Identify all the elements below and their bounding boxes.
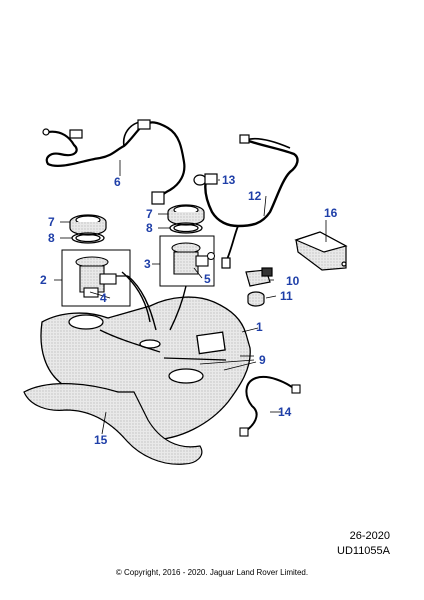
wiring-harness xyxy=(42,119,186,205)
callout-9: 9 xyxy=(259,353,266,367)
callout-2: 2 xyxy=(40,273,47,287)
callout-8-left: 8 xyxy=(48,231,55,245)
callout-12: 12 xyxy=(248,189,262,203)
callout-16: 16 xyxy=(324,206,338,220)
page-reference: 26-2020 xyxy=(349,530,390,542)
fuel-line-assembly xyxy=(204,134,299,269)
callout-3: 3 xyxy=(144,257,151,271)
heat-shield xyxy=(294,231,348,271)
callout-10: 10 xyxy=(286,274,300,288)
module-hoses xyxy=(121,271,187,331)
breather-pipe xyxy=(239,376,301,437)
callout-1: 1 xyxy=(256,320,263,334)
fuel-pump-module-left xyxy=(61,249,131,307)
sensor-seal xyxy=(247,291,265,307)
copyright-notice: © Copyright, 2016 - 2020. Jaguar Land Ro… xyxy=(115,568,309,577)
fuel-tank xyxy=(40,296,251,441)
leader-lines xyxy=(54,160,327,435)
callout-6: 6 xyxy=(114,175,121,189)
fuel-pump-module-right xyxy=(159,235,215,287)
callout-11: 11 xyxy=(280,289,293,303)
callout-8-right: 8 xyxy=(146,221,153,235)
fuel-level-sensor xyxy=(245,267,273,287)
lock-ring-left xyxy=(69,214,107,236)
callout-7-right: 7 xyxy=(146,207,153,221)
callout-13: 13 xyxy=(222,173,236,187)
callout-15: 15 xyxy=(94,433,108,447)
seal-left xyxy=(71,232,105,244)
callout-5: 5 xyxy=(204,272,211,286)
seal-right xyxy=(169,222,203,234)
lock-ring-right xyxy=(167,204,205,226)
callout-14: 14 xyxy=(278,405,292,419)
callout-7-left: 7 xyxy=(48,215,55,229)
lower-heat-shield xyxy=(23,383,203,465)
illustration-code: UD11055A xyxy=(337,545,390,557)
fuel-line-clip xyxy=(193,173,218,186)
callout-4: 4 xyxy=(100,291,107,305)
